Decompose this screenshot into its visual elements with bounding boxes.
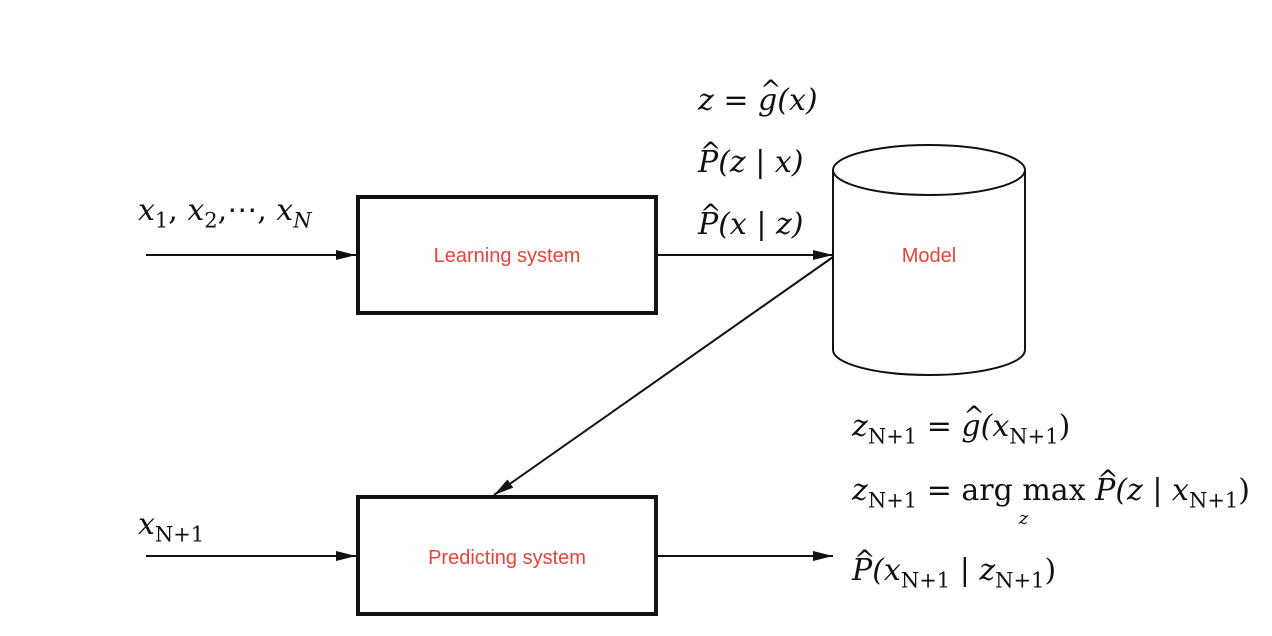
- model-to-predicting-arrow: [493, 256, 834, 496]
- prediction-p-x-given-z: P(xN+1 | zN+1): [852, 548, 1056, 591]
- learning-system-box: [356, 195, 658, 315]
- training-inputs-label: x1, x2,⋯, xN: [138, 193, 312, 233]
- model-output-p-x-given-z: P(x | z): [698, 202, 804, 240]
- new-input-label: xN+1: [138, 507, 205, 547]
- learning-system-label: Learning system: [434, 245, 581, 267]
- predicting-system-box: [356, 495, 658, 616]
- model-output-p-z-given-x: P(z | x): [698, 140, 804, 178]
- model-label: Model: [902, 245, 956, 267]
- model-output-g: z = g(x): [698, 78, 818, 116]
- predicting-system-label: Predicting system: [428, 547, 586, 569]
- model-cylinder: [832, 144, 1026, 376]
- prediction-g: zN+1 = g(xN+1): [852, 404, 1070, 447]
